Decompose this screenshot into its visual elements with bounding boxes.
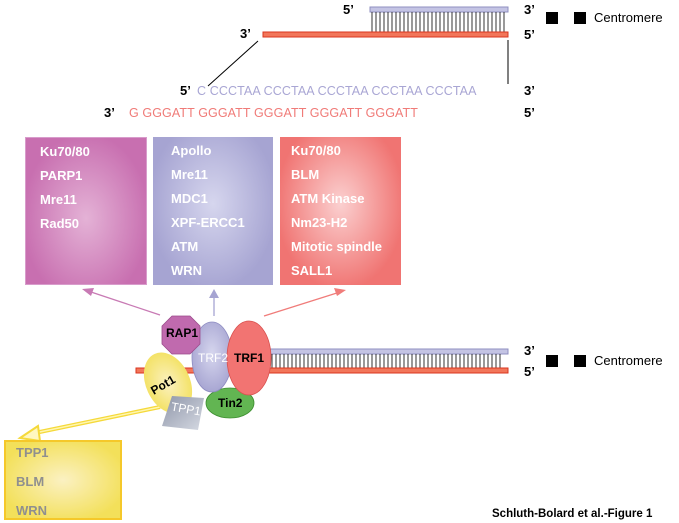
shelterin-complex [143, 315, 272, 430]
upper-sequence: C CCCTAA CCCTAA CCCTAA CCCTAA CCCTAA [197, 84, 477, 98]
box-item: ATM Kinase [291, 191, 365, 206]
box-item: Mre11 [40, 192, 77, 207]
bottom-duplex-5prime-label: 5’ [524, 364, 535, 379]
box-item: Ku70/80 [291, 143, 341, 158]
box-rap1-partners: Ku70/80 PARP1 Mre11 Rad50 [25, 137, 147, 285]
box-item: ATM [171, 239, 199, 254]
trf1-label: TRF1 [234, 351, 264, 365]
box-item: Rad50 [40, 216, 80, 231]
tin2-protein [205, 387, 255, 419]
top-strand-3prime-label: 3’ [524, 2, 535, 17]
zoom-line-left [207, 40, 259, 87]
box-trf2-partners: Apollo Mre11 MDC1 XPF-ERCC1 ATM WRN [153, 137, 273, 285]
figure-caption: Schluth-Bolard et al.-Figure 1 [492, 508, 653, 520]
box-item: WRN [16, 503, 48, 518]
legend-square-2 [574, 12, 586, 24]
lower-sequence: G GGGATT GGGATT GGGATT GGGATT GGGATT [129, 106, 419, 120]
box-item: MDC1 [171, 191, 208, 206]
bottom-strand-5prime-label: 5’ [524, 27, 535, 42]
rap1-protein [161, 315, 201, 355]
box-item: WRN [171, 263, 203, 278]
box-item: Mre11 [171, 167, 208, 182]
upper-seq-right-label: 3’ [524, 83, 535, 98]
top-c-strand [262, 31, 509, 38]
arrow-tpp1-highlight [29, 406, 161, 435]
trf1-protein [226, 320, 272, 396]
box-tpp1-partners: TPP1 BLM WRN [4, 440, 122, 520]
tin2-label: Tin2 [218, 396, 243, 410]
centromere-label-bottom: Centromere [594, 353, 663, 368]
top-telomere-duplex [207, 6, 509, 87]
top-base-pairs [371, 12, 505, 32]
centromere-label-top: Centromere [594, 10, 663, 25]
trf2-label: TRF2 [198, 351, 228, 365]
bottom-strand-3prime-label: 3’ [240, 26, 251, 41]
box-item: BLM [291, 167, 320, 182]
box-item: XPF-ERCC1 [171, 215, 245, 230]
arrowhead-trf1 [334, 288, 346, 296]
box-trf1-partners: Ku70/80 BLM ATM Kinase Nm23-H2 Mitotic s… [280, 137, 401, 285]
lower-seq-right-label: 5’ [524, 105, 535, 120]
box-item: Nm23-H2 [291, 215, 348, 230]
arrowhead-trf2 [209, 289, 219, 298]
legend-square-3 [546, 355, 558, 367]
arrow-trf1-to-box [263, 291, 341, 317]
box-item: Mitotic spindle [291, 239, 382, 254]
arrowhead-rap1 [82, 288, 94, 296]
lower-seq-left-label: 3’ [104, 105, 115, 120]
arrowhead-tpp1 [17, 424, 42, 443]
bottom-g-strand [261, 348, 509, 355]
arrow-rap1-to-box [87, 290, 161, 316]
rap1-label: RAP1 [166, 326, 199, 340]
box-item: SALL1 [291, 263, 333, 278]
box-item: TPP1 [16, 445, 49, 460]
tpp1-protein [162, 396, 204, 430]
box-item: Apollo [171, 143, 212, 158]
bottom-c-strand [135, 367, 509, 374]
box-item: PARP1 [40, 168, 83, 183]
upper-seq-left-label: 5’ [180, 83, 191, 98]
top-strand-5prime-label: 5’ [343, 2, 354, 17]
legend-square-4 [574, 355, 586, 367]
bottom-duplex-3prime-label: 3’ [524, 343, 535, 358]
legend-square-1 [546, 12, 558, 24]
box-item: Ku70/80 [40, 144, 90, 159]
box-item: BLM [16, 474, 45, 489]
bottom-telomere-duplex [135, 348, 509, 374]
bottom-base-pairs [271, 354, 501, 368]
top-g-strand [369, 6, 509, 13]
